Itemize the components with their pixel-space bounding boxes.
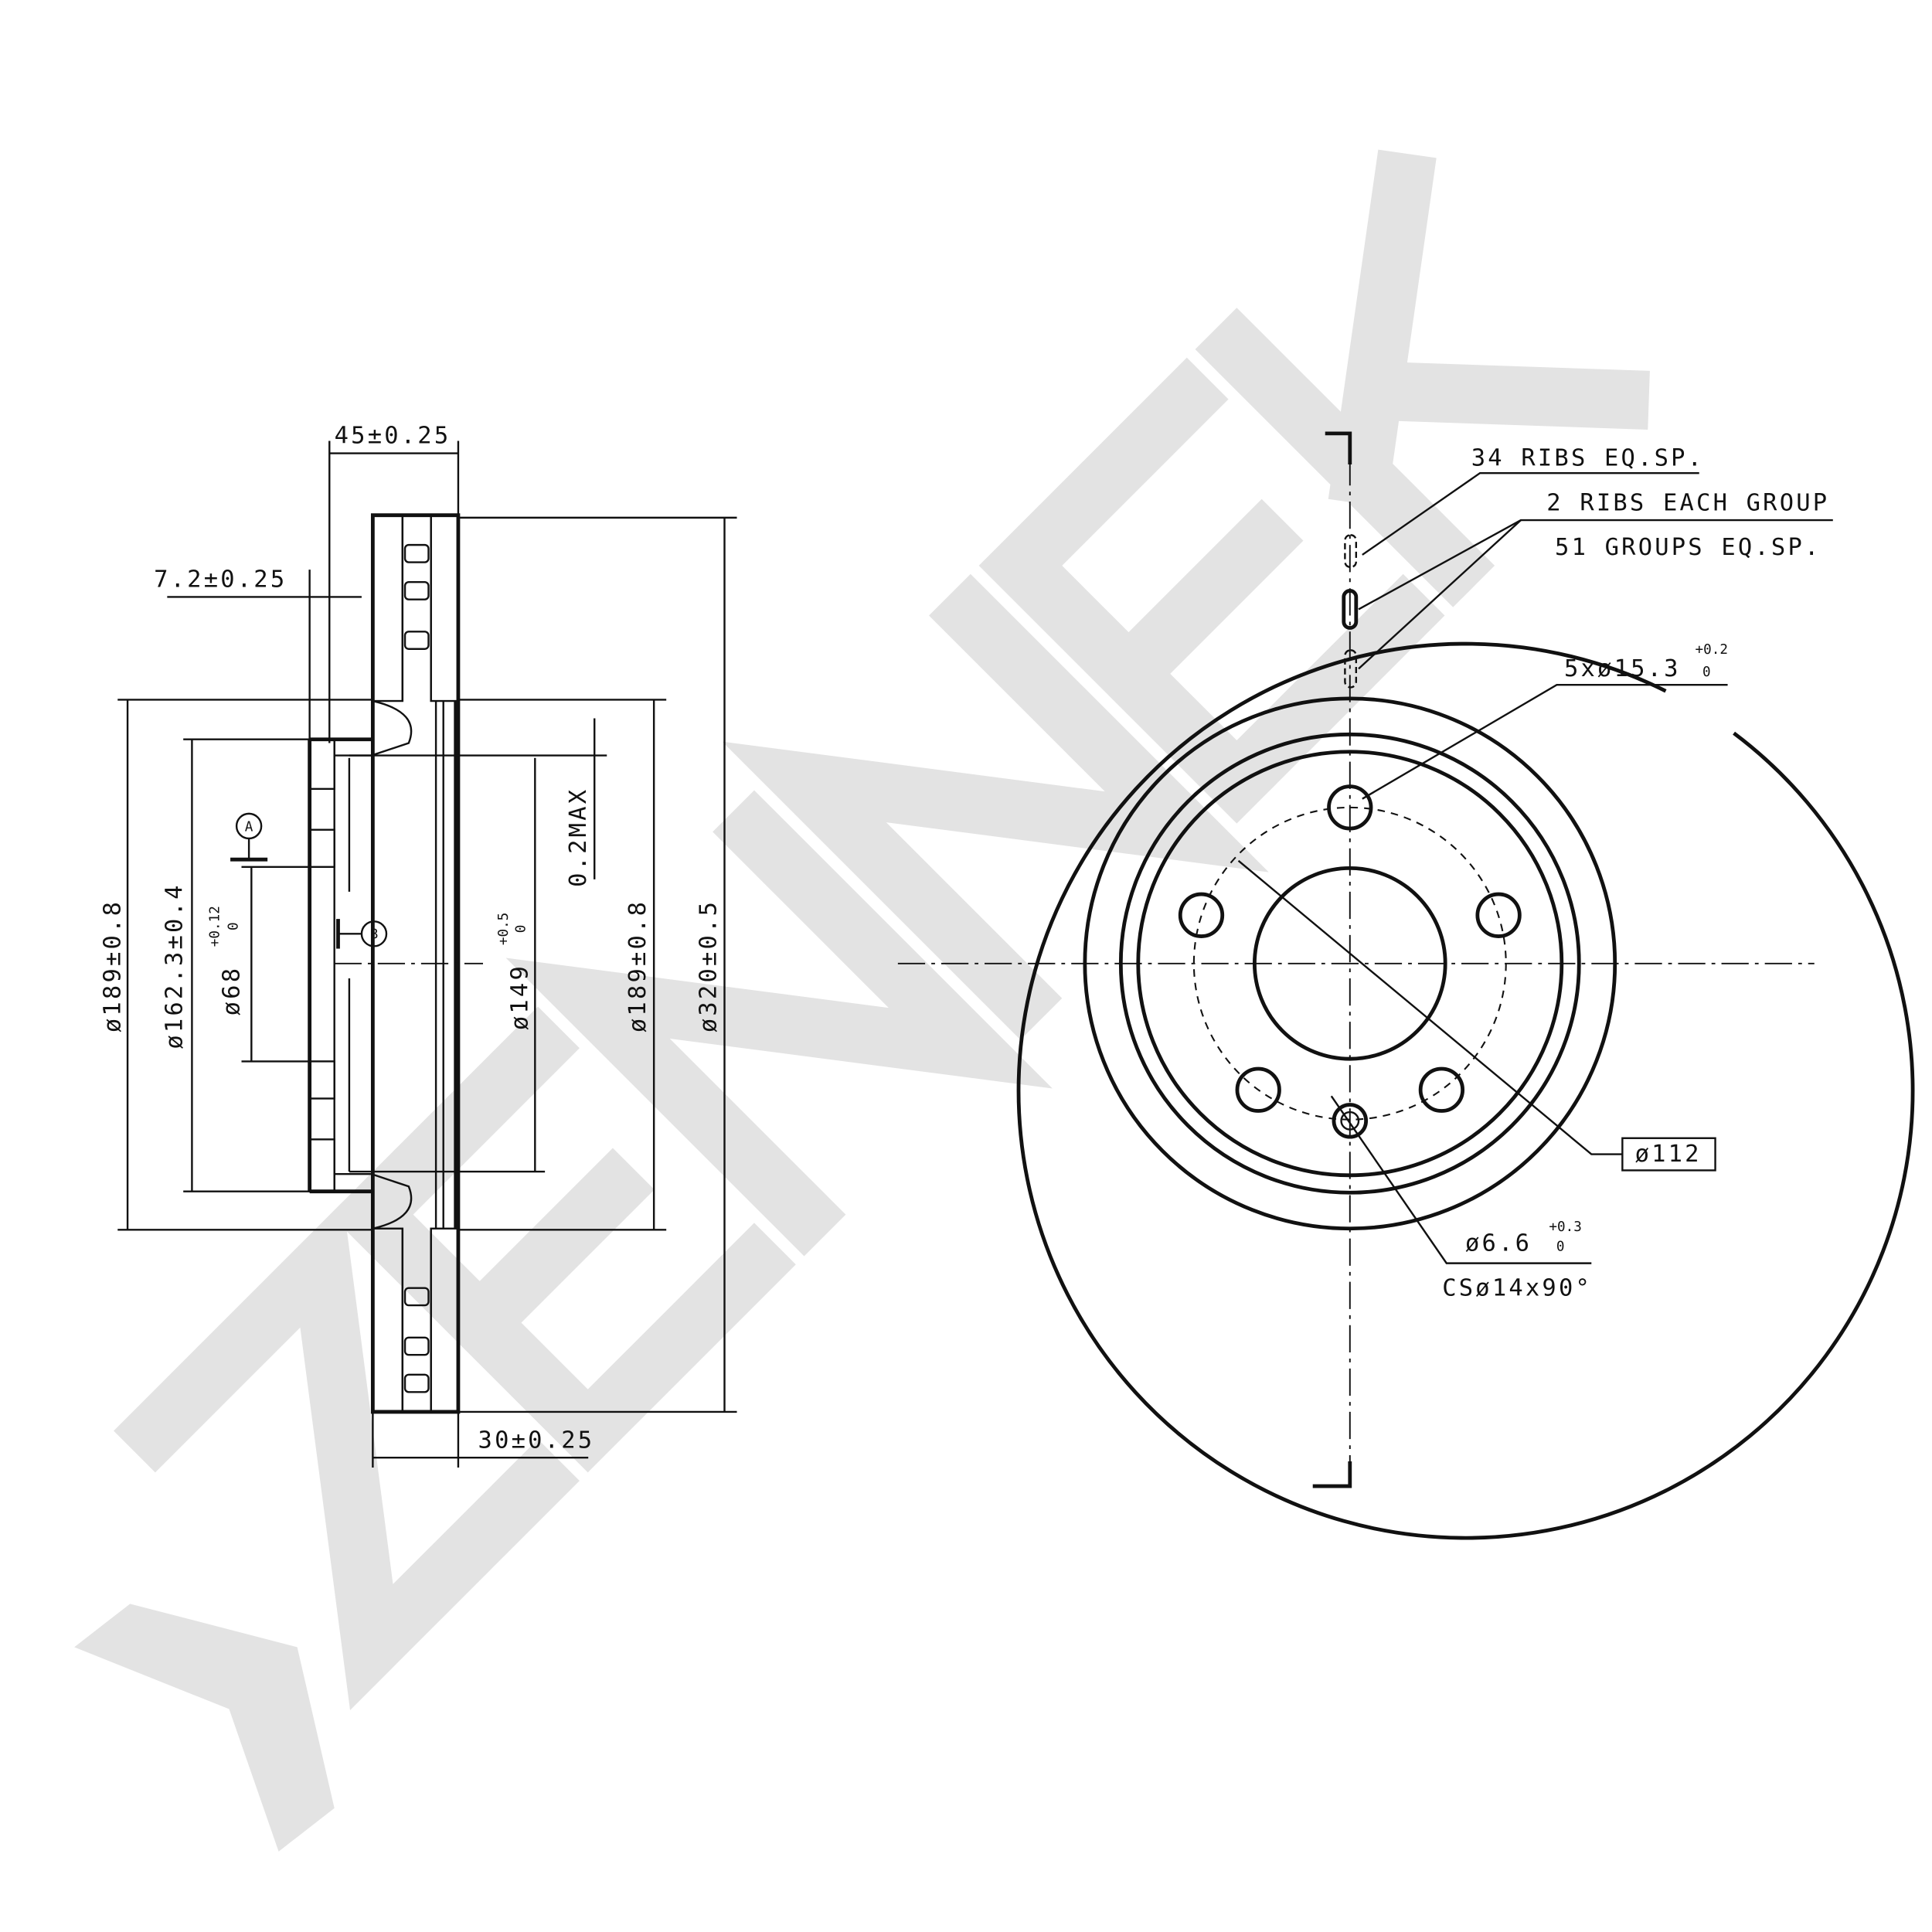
svg-text:ø68: ø68 bbox=[218, 966, 245, 1016]
extension-lines bbox=[117, 516, 737, 1413]
svg-text:0.2MAX: 0.2MAX bbox=[565, 787, 592, 887]
svg-text:ø112: ø112 bbox=[1635, 1141, 1702, 1168]
svg-text:+0.5: +0.5 bbox=[496, 913, 512, 945]
dim-overall-height: 45±0.25 bbox=[328, 423, 460, 743]
datum-b: B bbox=[336, 919, 388, 949]
svg-text:0: 0 bbox=[1702, 665, 1711, 680]
small-hole bbox=[1340, 1111, 1360, 1131]
svg-text:+0.2: +0.2 bbox=[1696, 642, 1728, 658]
section-view bbox=[308, 513, 483, 1414]
svg-text:ø320±0.5: ø320±0.5 bbox=[695, 900, 722, 1032]
small-hole-cs bbox=[1332, 1103, 1369, 1139]
pcd-callout: ø112 bbox=[1237, 859, 1716, 1172]
svg-text:7.2±0.25: 7.2±0.25 bbox=[154, 566, 287, 594]
svg-text:2 RIBS EACH GROUP: 2 RIBS EACH GROUP bbox=[1546, 489, 1829, 516]
dim-hat-thickness: 7.2±0.25 bbox=[154, 566, 362, 740]
svg-text:+0.12: +0.12 bbox=[208, 906, 223, 947]
watermark-logo bbox=[74, 149, 1650, 1852]
svg-text:+0.3: +0.3 bbox=[1549, 1219, 1581, 1235]
dim-dia-320: ø320±0.5 bbox=[695, 517, 726, 1412]
front-view bbox=[897, 431, 1915, 1540]
svg-text:A: A bbox=[245, 819, 253, 835]
group-note: 2 RIBS EACH GROUP 51 GROUPS EQ.SP. bbox=[1358, 489, 1833, 670]
datum-a: A bbox=[230, 812, 268, 862]
dim-dia-162: ø162.3±0.4 bbox=[162, 739, 193, 1192]
svg-text:ø6.6: ø6.6 bbox=[1465, 1230, 1532, 1257]
svg-text:5xø15.3: 5xø15.3 bbox=[1564, 655, 1681, 682]
svg-text:34 RIBS EQ.SP.: 34 RIBS EQ.SP. bbox=[1471, 445, 1704, 472]
bolt-holes-callout: 5xø15.3 +0.2 0 bbox=[1362, 642, 1728, 800]
dim-runout: 0.2MAX bbox=[565, 718, 596, 887]
svg-text:ø162.3±0.4: ø162.3±0.4 bbox=[162, 883, 189, 1049]
section-mark-top bbox=[1325, 431, 1352, 464]
small-hole-callout: ø6.6 +0.3 0 CSø14x90° bbox=[1330, 1095, 1592, 1301]
ribs-note: 34 RIBS EQ.SP. bbox=[1362, 445, 1704, 556]
svg-text:ø189±0.8: ø189±0.8 bbox=[624, 900, 651, 1032]
section-mark-bottom bbox=[1312, 1461, 1352, 1488]
dim-dia-149: ø149 +0.5 0 bbox=[496, 757, 536, 1172]
svg-text:0: 0 bbox=[226, 922, 242, 930]
dim-dia-189-right: ø189±0.8 bbox=[624, 699, 655, 1230]
svg-text:0: 0 bbox=[513, 925, 529, 934]
dim-dia-189-left: ø189±0.8 bbox=[99, 699, 129, 1230]
svg-text:45±0.25: 45±0.25 bbox=[335, 423, 451, 450]
svg-text:B: B bbox=[370, 927, 379, 943]
svg-text:51 GROUPS EQ.SP.: 51 GROUPS EQ.SP. bbox=[1555, 534, 1821, 561]
svg-text:ø189±0.8: ø189±0.8 bbox=[99, 900, 126, 1032]
bolt-holes bbox=[1178, 784, 1522, 1113]
svg-text:30±0.25: 30±0.25 bbox=[478, 1427, 595, 1454]
svg-text:CSø14x90°: CSø14x90° bbox=[1442, 1274, 1592, 1301]
dim-dia-68: ø68 +0.12 0 bbox=[208, 866, 253, 1062]
ribs bbox=[1342, 534, 1359, 689]
svg-text:ø149: ø149 bbox=[507, 964, 534, 1030]
dim-disc-thickness: 30±0.25 bbox=[372, 1411, 595, 1468]
svg-text:0: 0 bbox=[1556, 1240, 1565, 1255]
